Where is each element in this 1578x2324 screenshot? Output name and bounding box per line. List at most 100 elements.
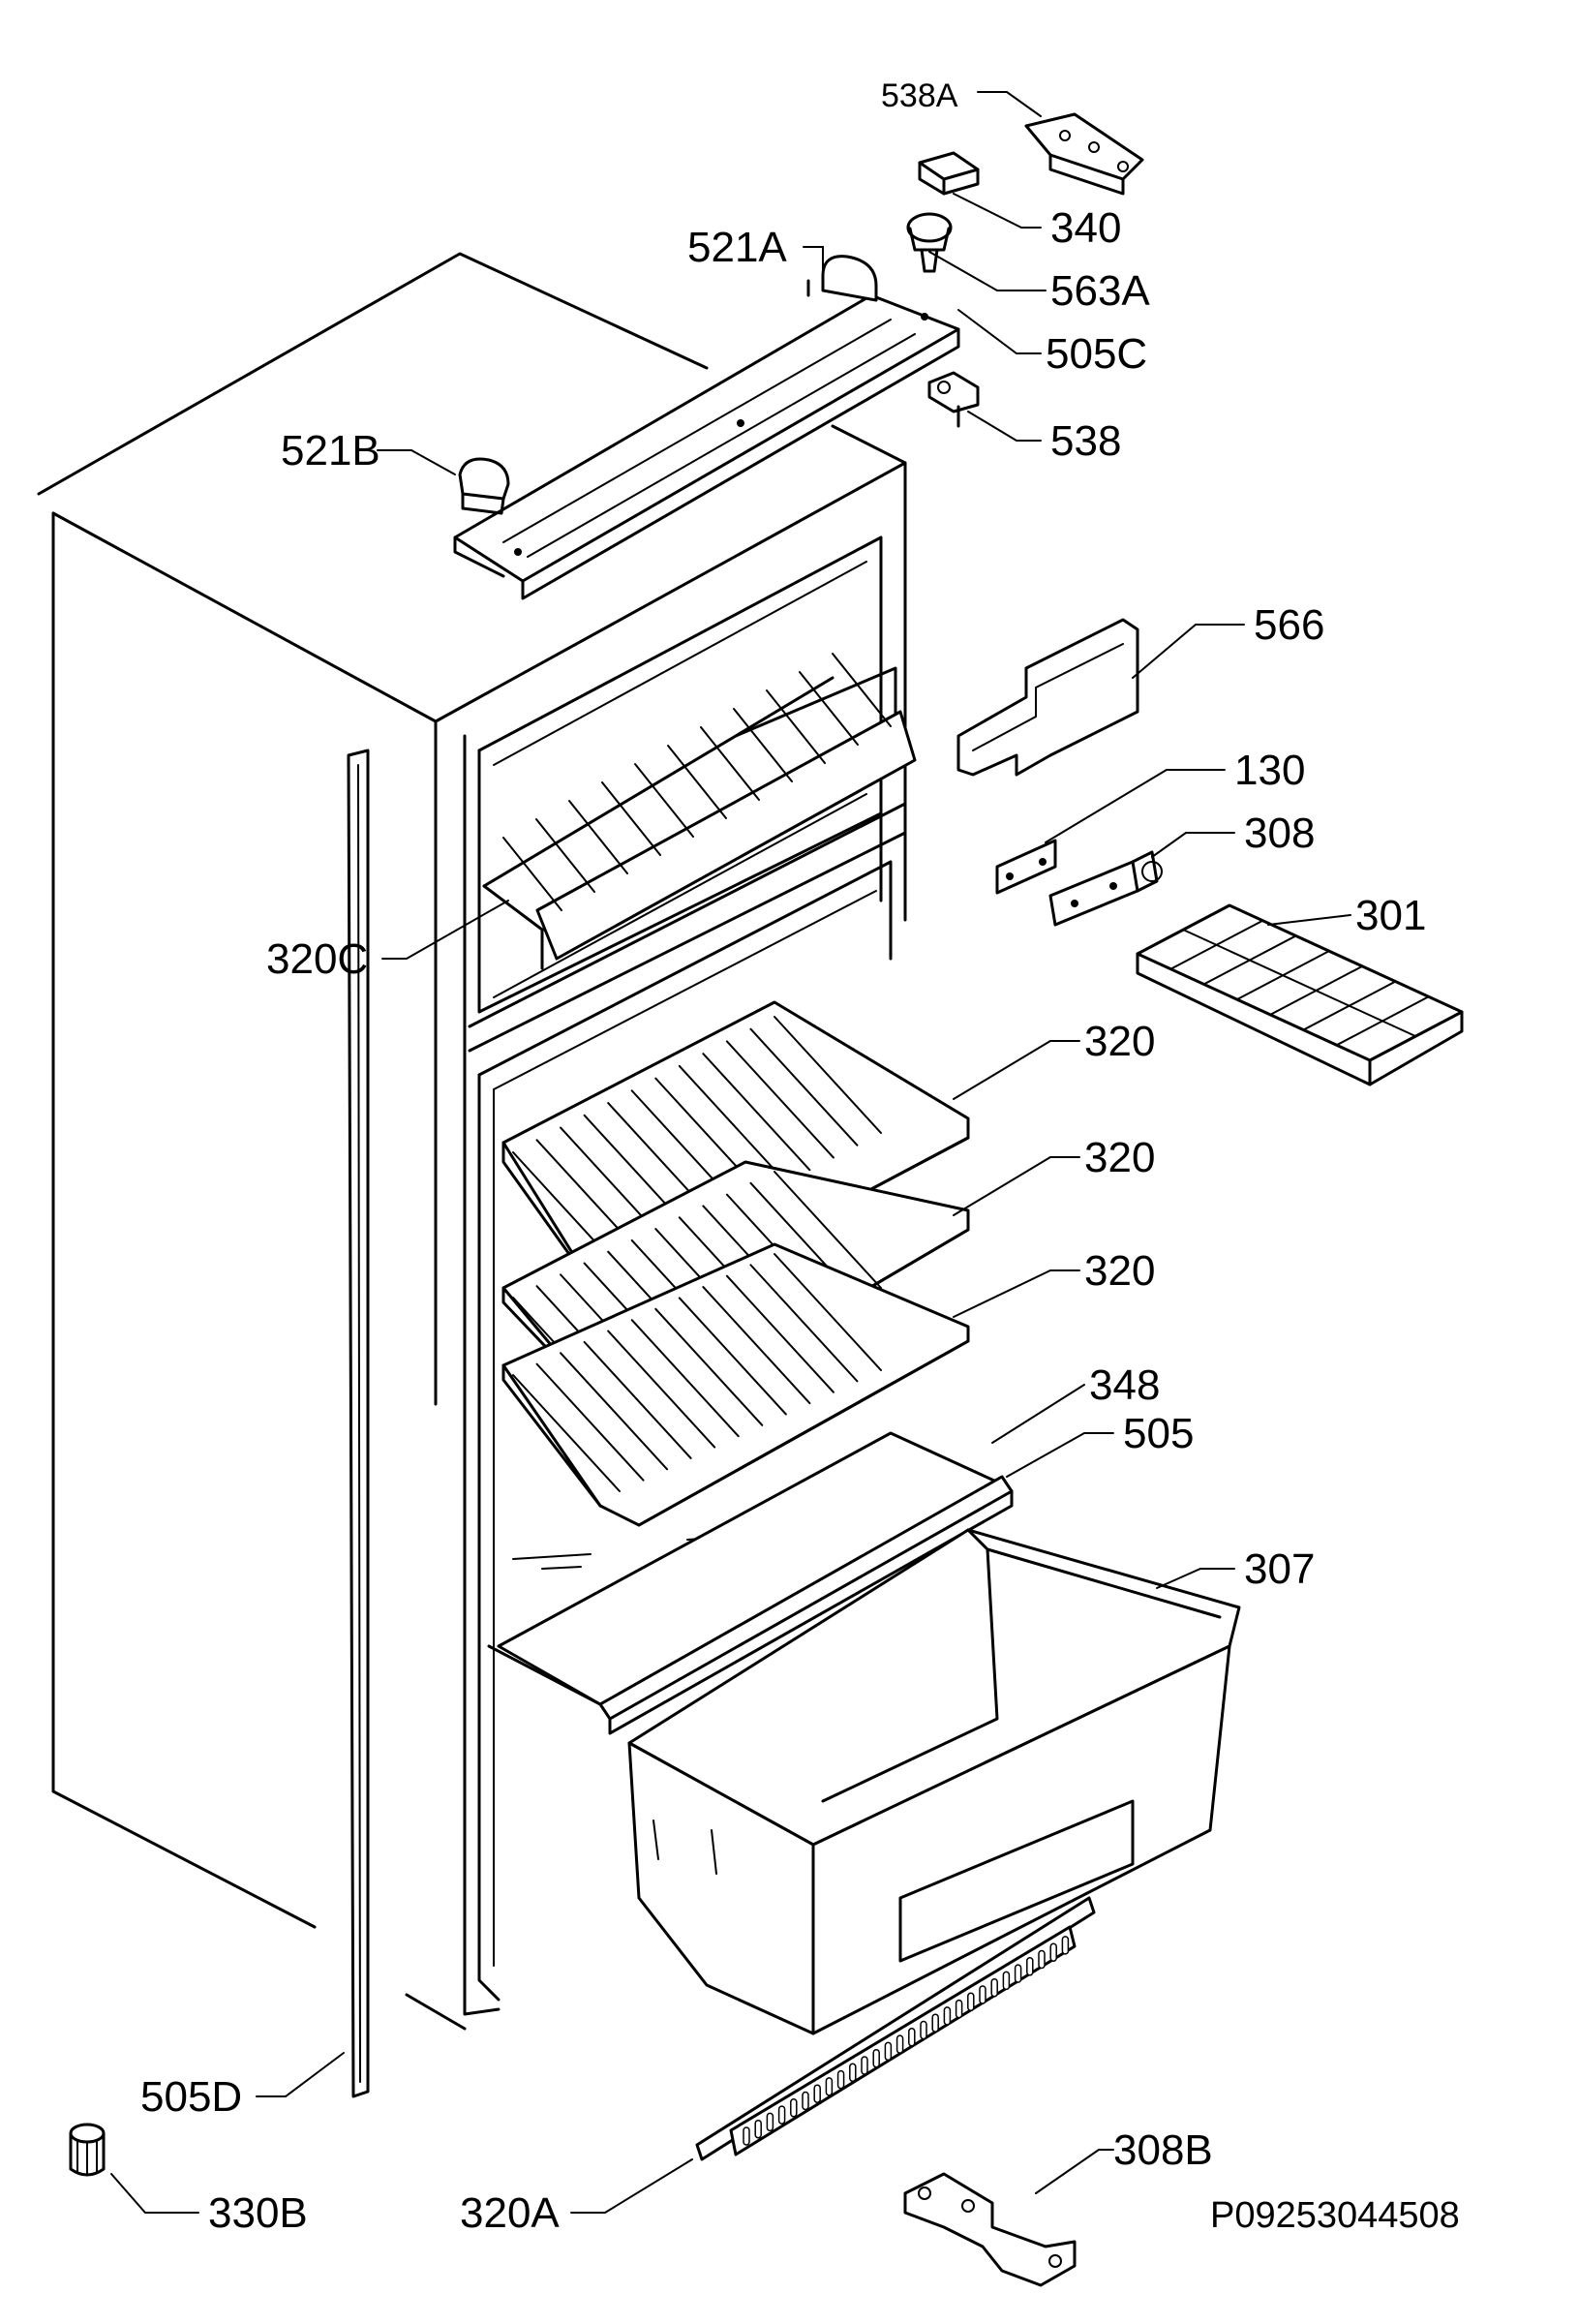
- label-307: 307: [1244, 1545, 1315, 1593]
- shelf-rib: [560, 1352, 669, 1471]
- shelf-rib: [607, 1330, 716, 1449]
- grille-slot: [743, 2126, 750, 2146]
- grille-slot: [825, 2077, 834, 2096]
- ice-cell-divider: [1182, 929, 1416, 1037]
- vent-grille-320a: [695, 1896, 1096, 2161]
- crisper-trim-505: [598, 1475, 1014, 1735]
- shelf-rib: [535, 818, 595, 893]
- knob-330b: [69, 2123, 106, 2177]
- lamp-cover-566: [956, 618, 1139, 777]
- label-538a: 538A: [881, 77, 958, 114]
- grille-slot: [802, 2091, 809, 2111]
- drawing-reference-number: P09253044508: [1210, 2195, 1460, 2236]
- shelf-rib: [733, 708, 793, 782]
- grille-slot: [777, 2105, 786, 2125]
- label-320a: 320A: [460, 2189, 560, 2237]
- label-340: 340: [1050, 204, 1121, 252]
- label-130: 130: [1234, 747, 1305, 794]
- grille-slot: [920, 2020, 927, 2040]
- grille-slot: [943, 2006, 952, 2026]
- grille-slot: [1049, 1942, 1057, 1962]
- shelf-rib: [630, 1319, 740, 1438]
- leader-lines: [110, 91, 1351, 2214]
- label-521a: 521A: [687, 224, 787, 271]
- shelf-rib: [832, 653, 892, 727]
- shelf-rib: [774, 1016, 882, 1134]
- grille-slot: [990, 1977, 998, 1998]
- shelf-rib: [667, 745, 727, 819]
- hinge-308: [1048, 850, 1163, 927]
- grille-slot: [754, 2119, 762, 2139]
- grille-slot: [872, 2048, 880, 2068]
- shelf-rib: [702, 1053, 811, 1172]
- label-320-bottom: 320: [1084, 1247, 1155, 1295]
- label-538: 538: [1050, 417, 1121, 465]
- hinge-pin-563a: [906, 212, 953, 273]
- shelf-rib: [702, 1286, 811, 1405]
- shelf-rib: [512, 1374, 621, 1492]
- block-340: [918, 151, 980, 196]
- label-566: 566: [1254, 601, 1324, 649]
- shelf-rib: [700, 726, 760, 801]
- shelf-rib: [766, 689, 826, 764]
- shelf-rib: [654, 1307, 764, 1426]
- part-labels: 538A 340 521A 563A 505C 538 521B 566 130…: [140, 77, 1460, 2237]
- bracket-130: [995, 839, 1057, 895]
- label-505: 505: [1123, 1410, 1194, 1457]
- shelf-rib: [749, 1264, 859, 1383]
- crisper-drawer-307: [627, 1528, 1241, 2035]
- hinge-cover-538a: [1024, 112, 1144, 196]
- shelf-rib: [535, 1362, 645, 1482]
- label-348: 348: [1089, 1361, 1160, 1409]
- fridge-shelf-bottom-320: [501, 1242, 970, 1527]
- shelf-rib: [502, 837, 562, 911]
- grille-slot: [908, 2028, 916, 2047]
- shelf-rib: [678, 1297, 787, 1416]
- top-hinge-rail-505c: [453, 293, 960, 600]
- shelf-rib: [749, 1027, 859, 1147]
- label-301: 301: [1355, 892, 1426, 939]
- grille-slot: [1061, 1936, 1070, 1955]
- cap-521a: [806, 255, 878, 302]
- shelf-rib: [634, 763, 694, 838]
- label-521b: 521B: [281, 427, 380, 474]
- grille-slot: [1014, 1964, 1022, 1983]
- label-505c: 505C: [1046, 330, 1147, 378]
- shelf-rib: [678, 1064, 787, 1183]
- shelf-rib: [725, 1040, 835, 1159]
- grille-slot: [979, 1985, 986, 2004]
- label-505d: 505D: [140, 2073, 242, 2121]
- grille-slot: [931, 2013, 939, 2033]
- grille-slot: [1002, 1971, 1011, 1991]
- label-563a: 563A: [1050, 267, 1150, 315]
- shelf-rib: [568, 800, 628, 874]
- grille-slot: [955, 1999, 963, 2019]
- grille-slot: [836, 2069, 845, 2090]
- shelf-rib: [583, 1340, 692, 1459]
- grille-slot: [895, 2034, 904, 2054]
- grille-slot: [766, 2112, 774, 2132]
- grille-slot: [813, 2084, 821, 2103]
- grille-slot: [884, 2041, 893, 2062]
- grille-slot: [1038, 1949, 1046, 1970]
- shelf-rib: [725, 1274, 835, 1393]
- grille-slot: [861, 2056, 868, 2075]
- label-320c: 320C: [266, 935, 368, 983]
- ice-tray-301: [1136, 903, 1464, 1086]
- bottom-hinge-308b: [903, 2172, 1077, 2287]
- bracket-538: [927, 371, 980, 428]
- shelf-rib: [774, 1253, 882, 1371]
- label-308b: 308B: [1113, 2126, 1213, 2174]
- grille-slot: [1026, 1957, 1034, 1976]
- grille-slot: [967, 1992, 975, 2012]
- grille-slot: [849, 2063, 857, 2083]
- shelf-rib: [774, 1171, 882, 1289]
- label-320-middle: 320: [1084, 1134, 1155, 1181]
- shelf-rib: [601, 781, 661, 856]
- shelf-rib: [799, 671, 859, 746]
- label-330b: 330B: [208, 2189, 308, 2237]
- freezer-shelf-320c: [482, 653, 917, 970]
- grille-slot: [790, 2098, 798, 2118]
- cap-521b: [458, 457, 510, 515]
